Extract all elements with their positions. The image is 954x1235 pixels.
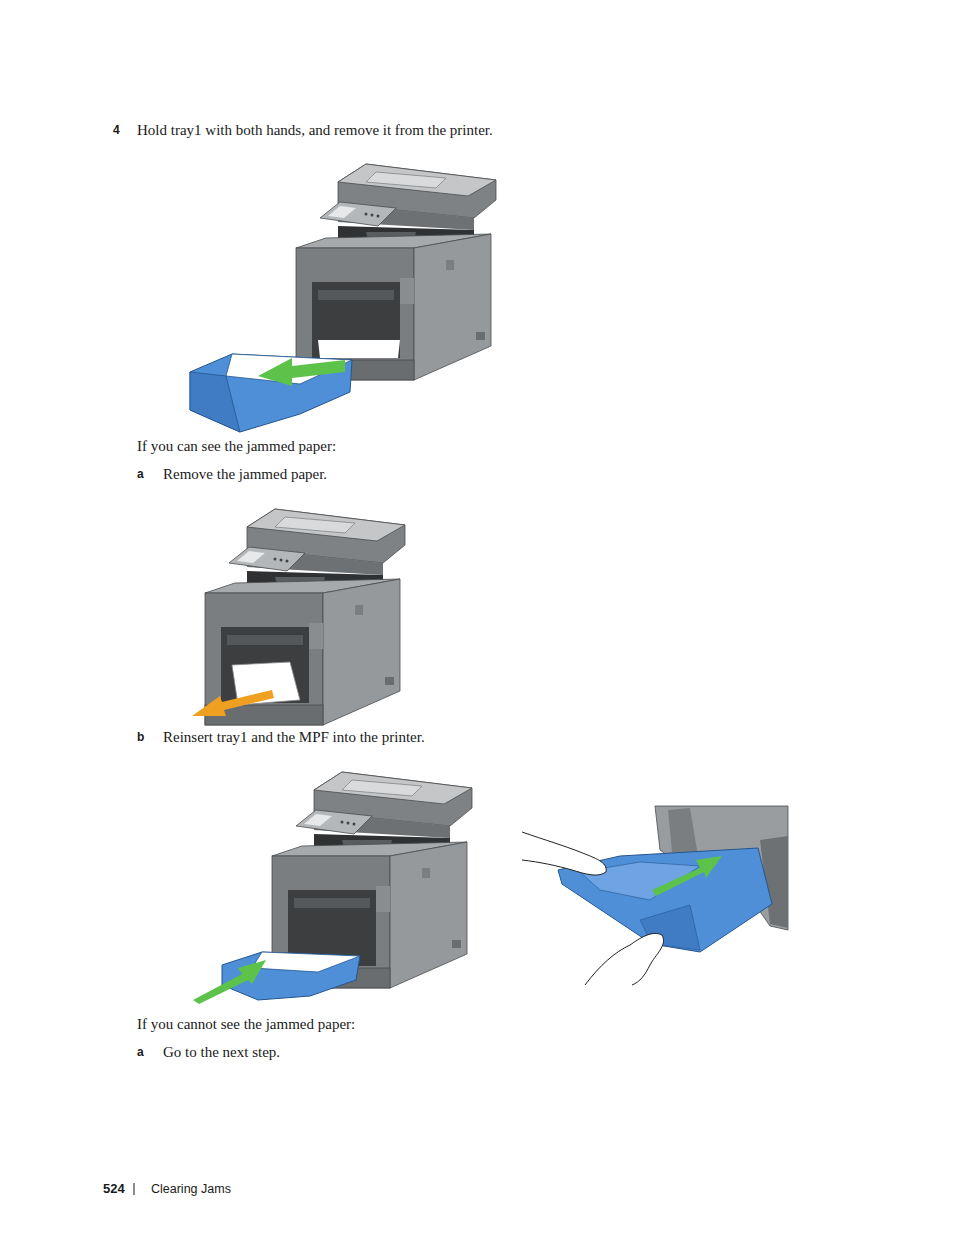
- substep-text: Reinsert tray1 and the MPF into the prin…: [163, 728, 425, 746]
- step-number: 4: [113, 121, 120, 139]
- step-text: Hold tray1 with both hands, and remove i…: [137, 121, 493, 139]
- condition-text: If you can see the jammed paper:: [137, 437, 336, 455]
- substep-letter: b: [137, 728, 144, 746]
- condition-text: If you cannot see the jammed paper:: [137, 1015, 355, 1033]
- page-number: 524: [103, 1181, 125, 1197]
- substep-text: Go to the next step.: [163, 1043, 280, 1061]
- substep-letter: a: [137, 1043, 144, 1061]
- footer-title: Clearing Jams: [151, 1181, 231, 1197]
- substep-text: Remove the jammed paper.: [163, 465, 327, 483]
- substep-letter: a: [137, 465, 144, 483]
